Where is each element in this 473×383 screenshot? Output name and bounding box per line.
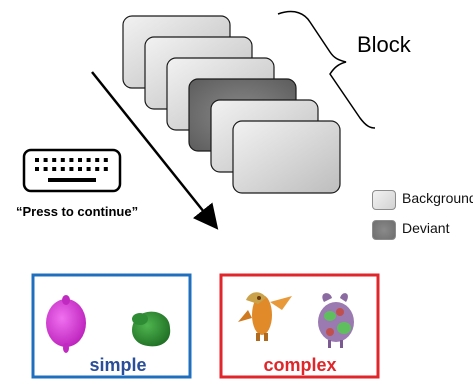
simple-stimulus-green	[132, 311, 171, 347]
press-to-continue-text: “Press to continue”	[16, 204, 138, 219]
keyboard-key	[86, 158, 91, 162]
complex-condition-box	[219, 273, 380, 379]
keyboard-icon	[22, 148, 122, 193]
keyboard-key	[52, 158, 57, 162]
keyboard-key	[43, 167, 48, 171]
keyboard-key	[103, 167, 108, 171]
simple-label: simple	[89, 355, 146, 375]
keyboard-key	[60, 167, 65, 171]
keyboard-key	[86, 167, 91, 171]
keyboard-key	[52, 167, 57, 171]
keyboard-key	[95, 158, 100, 162]
complex-label: complex	[263, 355, 336, 375]
keyboard-key	[35, 158, 39, 162]
complex-stimulus-orange	[238, 292, 292, 341]
keyboard-key	[69, 158, 74, 162]
legend-swatch-background	[372, 190, 396, 210]
legend-label-background: Background	[402, 190, 473, 206]
keyboard-key	[103, 158, 108, 162]
keyboard-key	[78, 167, 82, 171]
complex-stimulus-purple	[318, 293, 354, 348]
legend-label-deviant: Deviant	[402, 220, 450, 236]
trial-card-stack	[122, 15, 341, 194]
trial-card-background	[232, 120, 341, 194]
legend-swatch-deviant	[372, 220, 396, 240]
keyboard-key	[60, 158, 65, 162]
keyboard-key	[95, 167, 100, 171]
keyboard-key	[69, 167, 74, 171]
keyboard-key	[78, 158, 82, 162]
keyboard-key	[43, 158, 48, 162]
time-arrow-icon	[91, 71, 219, 230]
keyboard-key	[35, 167, 39, 171]
simple-stimulus-pink	[46, 295, 86, 353]
curly-brace-icon	[277, 10, 376, 129]
block-label: Block	[357, 32, 412, 57]
simple-condition-box	[31, 273, 192, 379]
